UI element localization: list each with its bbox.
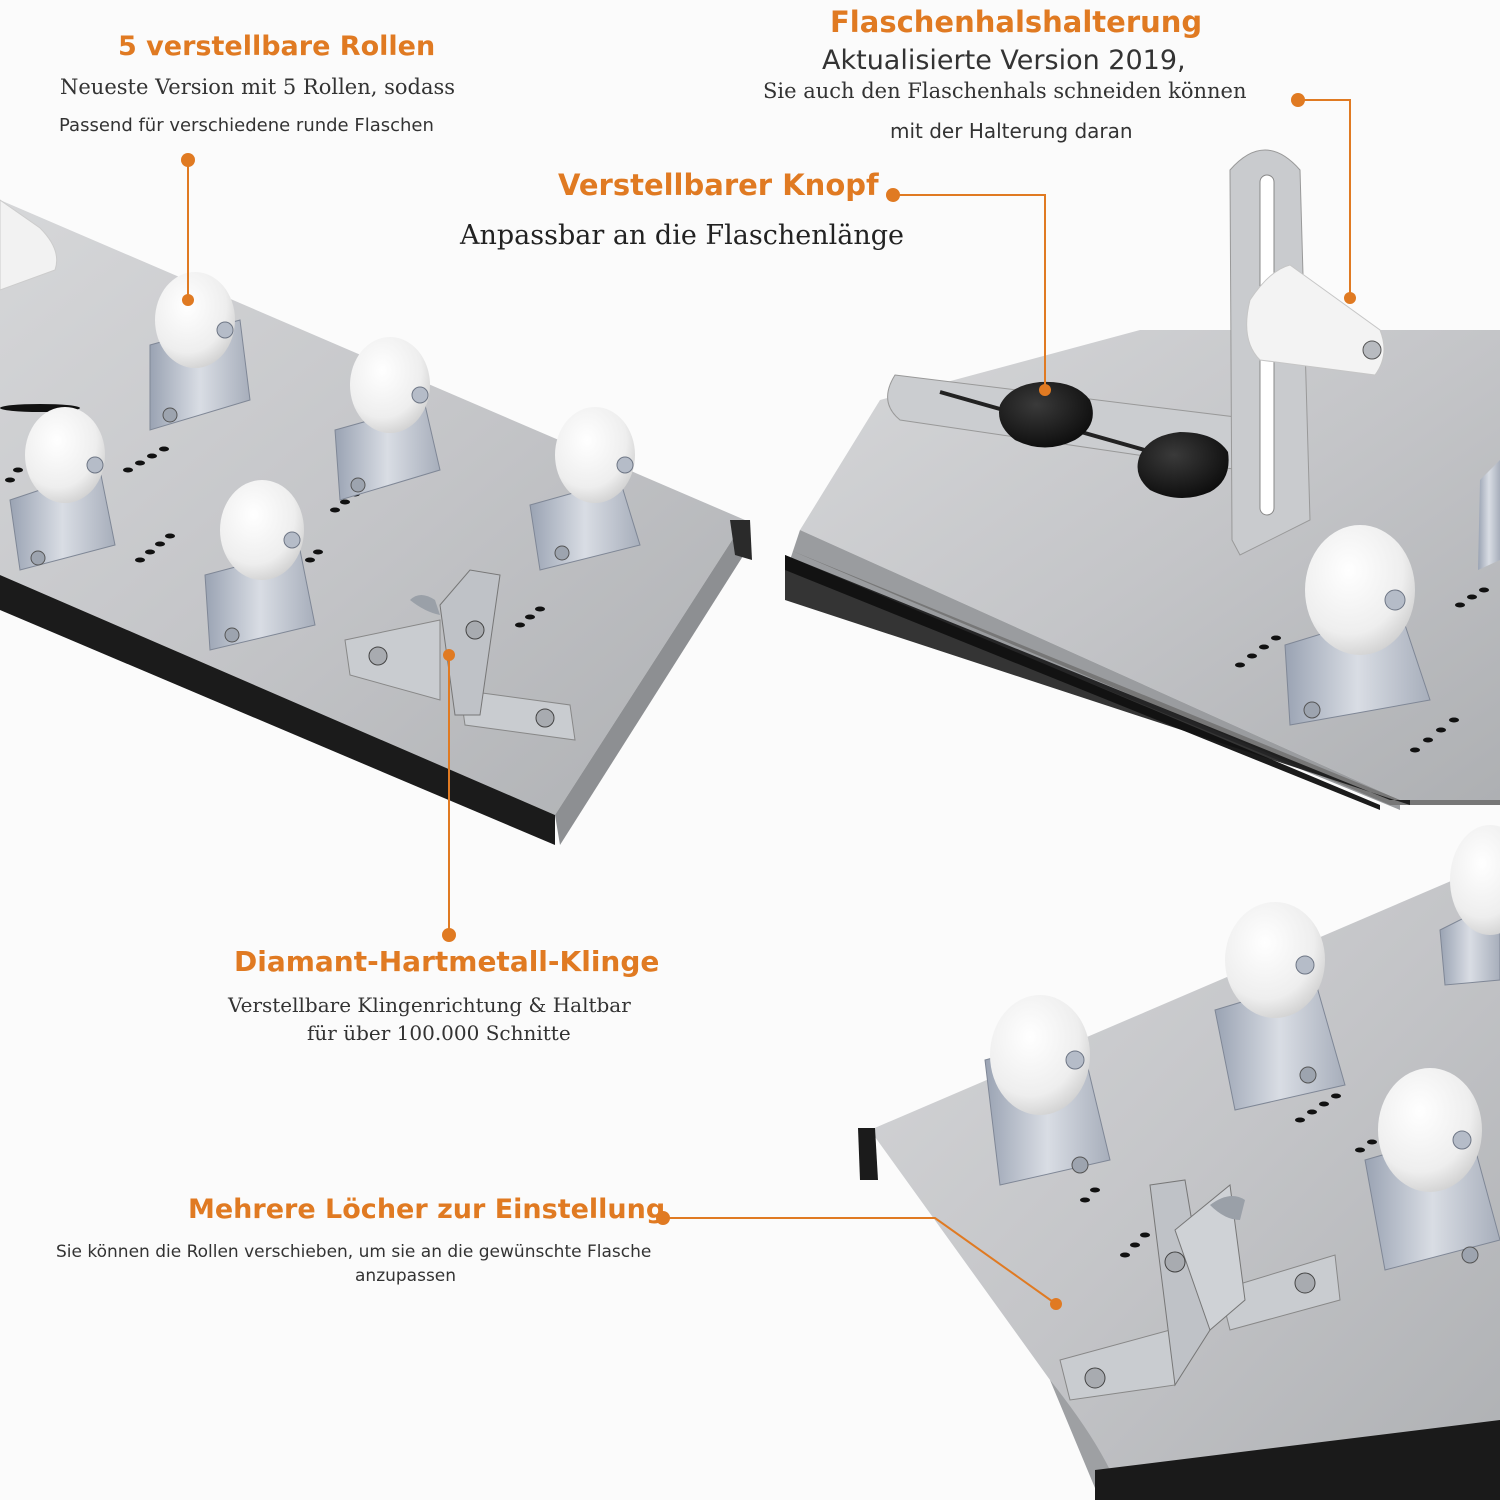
roller — [149, 272, 251, 431]
leader-blade — [442, 649, 456, 942]
callout-title: Mehrere Löcher zur Einstellung — [188, 1194, 666, 1225]
callout-text: Aktualisierte Version 2019, — [822, 45, 1186, 76]
cutter-board-left — [0, 199, 752, 845]
leader-rollers — [181, 153, 195, 306]
callout-text: Neueste Version mit 5 Rollen, sodass — [60, 75, 456, 99]
cutter-board-right — [785, 149, 1500, 810]
callout-leaders — [181, 93, 1356, 1310]
callout-title: 5 verstellbare Rollen — [118, 31, 436, 62]
callout-text: Sie können die Rollen verschieben, um si… — [56, 1242, 652, 1262]
leader-neck-holder — [1291, 93, 1356, 304]
roller — [1284, 525, 1431, 726]
roller — [204, 480, 316, 651]
callout-text: Passend für verschiedene runde Flaschen — [59, 115, 434, 136]
roller — [1364, 1068, 1500, 1271]
roller — [529, 407, 641, 571]
callout-text: Anpassbar an die Flaschenlänge — [460, 220, 904, 251]
roller — [334, 337, 441, 501]
callout-text: mit der Halterung daran — [890, 119, 1133, 143]
callout-text: anzupassen — [355, 1266, 457, 1286]
hole-row — [5, 446, 545, 628]
callout-text: für über 100.000 Schnitte — [307, 1021, 571, 1045]
roller — [984, 995, 1111, 1186]
callout-title: Verstellbarer Knopf — [558, 168, 879, 202]
roller — [1439, 825, 1500, 986]
blade-holder — [1059, 1179, 1341, 1401]
callout-text: Verstellbare Klingenrichtung & Haltbar — [228, 993, 631, 1017]
callout-title: Diamant-Hartmetall-Klinge — [234, 945, 660, 978]
roller — [1214, 902, 1346, 1111]
leader-holes — [656, 1211, 1062, 1310]
callout-title: Flaschenhalshalterung — [830, 5, 1203, 39]
knob — [1137, 432, 1229, 499]
callout-text: Sie auch den Flaschenhals schneiden könn… — [763, 79, 1247, 103]
roller — [9, 407, 116, 571]
blade-holder — [344, 569, 576, 741]
knob — [999, 381, 1093, 448]
leader-knob — [886, 188, 1051, 396]
cutter-board-bottom — [858, 825, 1500, 1500]
